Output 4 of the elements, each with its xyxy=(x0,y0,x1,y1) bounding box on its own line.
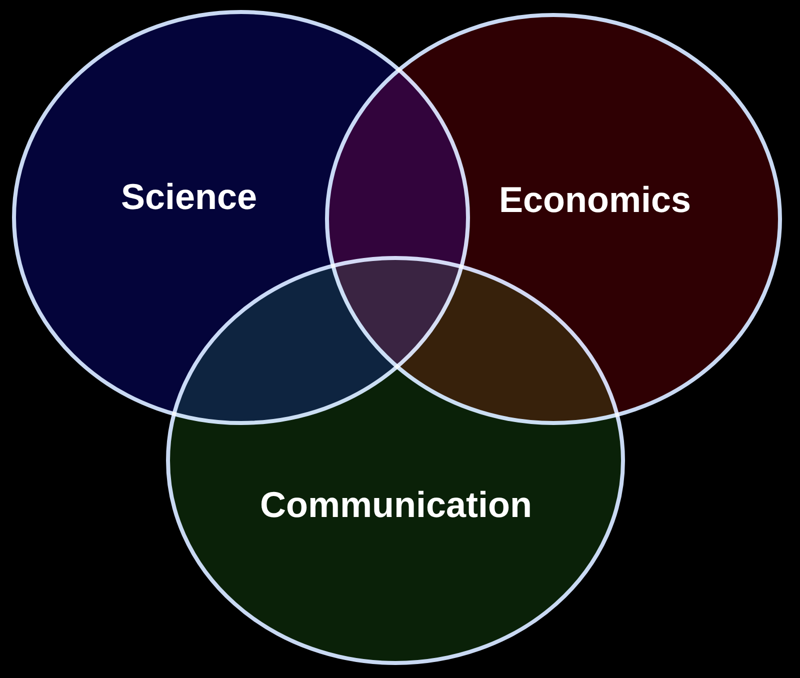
circle-label: Economics xyxy=(498,180,692,220)
circle-label: Science xyxy=(120,177,258,217)
venn-circle xyxy=(166,256,625,665)
circle-label: Communication xyxy=(260,485,532,525)
